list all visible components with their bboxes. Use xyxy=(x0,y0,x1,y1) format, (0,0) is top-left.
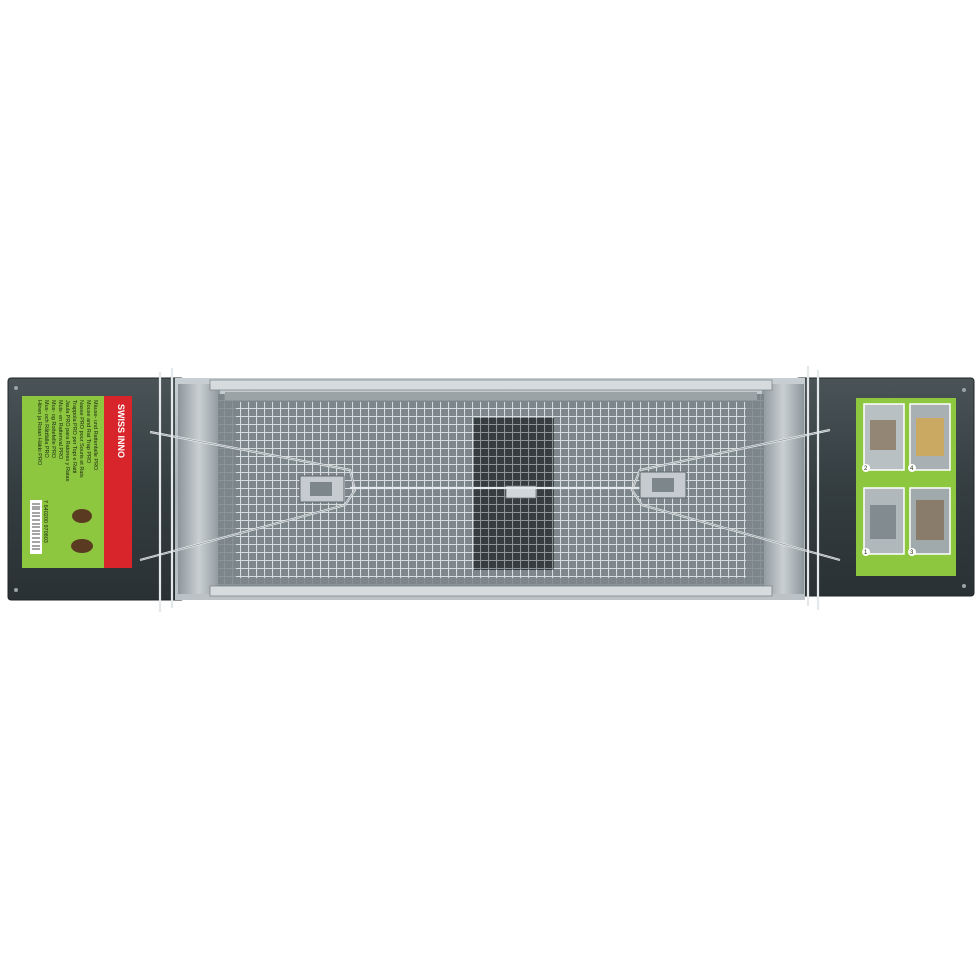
step-4-number: 4 xyxy=(910,466,914,472)
svg-text:Mus- och Råttfälla PRO: Mus- och Råttfälla PRO xyxy=(43,400,50,458)
step-2-number: 2 xyxy=(864,466,868,472)
right-door xyxy=(762,384,804,594)
label-text-block: Mäuse- und Rattenfalle PRO Mouse and Rat… xyxy=(36,400,98,482)
svg-text:Nasse PRO pour Souris et Rats: Nasse PRO pour Souris et Rats xyxy=(78,400,84,478)
svg-text:Mäuse- und Rattenfalle PRO: Mäuse- und Rattenfalle PRO xyxy=(92,400,98,471)
svg-text:Mus- og Rottefelle PRO: Mus- og Rottefelle PRO xyxy=(50,400,56,459)
mouse-icon xyxy=(72,509,92,523)
left-door xyxy=(178,384,220,594)
barcode-number: 7 640200 970803 xyxy=(42,500,48,543)
step-3-number: 3 xyxy=(910,550,914,556)
barcode: 7 640200 970803 xyxy=(30,500,48,554)
cage-body xyxy=(175,378,805,600)
svg-text:Muis- en Rattenval PRO: Muis- en Rattenval PRO xyxy=(57,400,63,460)
rat-icon xyxy=(71,539,93,553)
svg-text:Trappola PRO per Topi e Ratti: Trappola PRO per Topi e Ratti xyxy=(71,400,77,473)
svg-text:Hiiren ja Rotan Häkki PRO: Hiiren ja Rotan Häkki PRO xyxy=(36,400,42,466)
right-latch xyxy=(639,471,687,499)
tension-rods xyxy=(139,366,841,612)
left-latch xyxy=(299,475,345,503)
instruction-label: 1 2 3 4 xyxy=(856,398,956,576)
svg-text:Jaula PRO para Ratones y Ratas: Jaula PRO para Ratones y Ratas xyxy=(64,400,70,482)
brand-logo: SWISS INNO xyxy=(116,404,126,458)
product-label: SWISS INNO Mäuse- und Rattenfalle PRO Mo… xyxy=(22,396,132,568)
svg-text:Mouse and Rat Trap PRO: Mouse and Rat Trap PRO xyxy=(85,400,91,464)
step-1-number: 1 xyxy=(864,550,868,556)
